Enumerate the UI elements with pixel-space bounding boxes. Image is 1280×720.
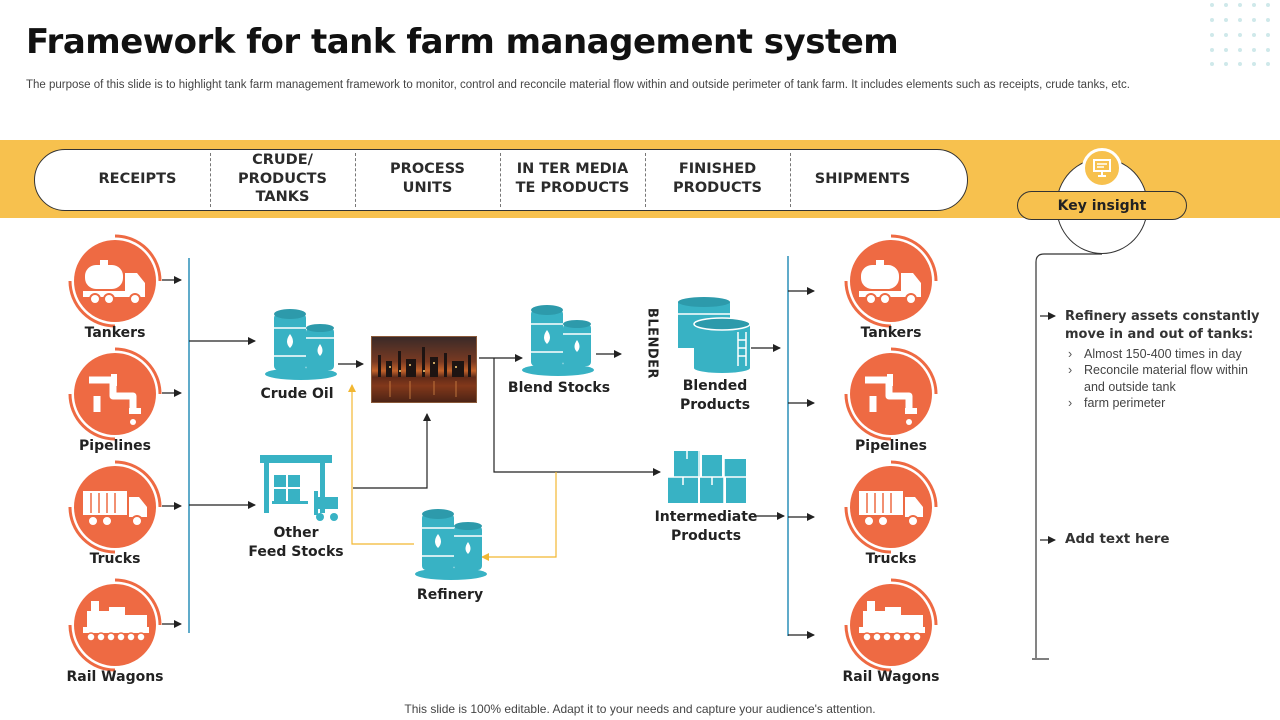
receipt-label: Trucks	[89, 551, 141, 567]
node-blended-products: Blended Products	[679, 378, 751, 413]
insight-point-title: Add text here	[1065, 531, 1170, 547]
stage-bar: RECEIPTS CRUDE/ PRODUCTS TANKS PROCESS U…	[34, 149, 968, 211]
truck-icon	[67, 459, 163, 555]
receipt-label: Tankers	[84, 325, 146, 341]
node-crude-oil: Crude Oil	[260, 386, 334, 402]
crude-oil-barrels-icon	[262, 306, 340, 382]
presentation-icon	[1082, 148, 1122, 188]
stage-shipments: SHIPMENTS	[814, 170, 911, 187]
truck-icon	[843, 459, 939, 555]
receipt-label: Pipelines	[79, 438, 151, 454]
train-icon	[843, 577, 939, 673]
pipeline-icon	[843, 346, 939, 442]
receipt-label: Rail Wagons	[66, 669, 164, 685]
slide-subtitle: The purpose of this slide is to highligh…	[26, 79, 1130, 91]
stage-finished: FINISHED PRODUCTS	[673, 161, 762, 196]
stage-divider	[790, 153, 791, 207]
shipment-label: Rail Wagons	[842, 669, 940, 685]
node-blender: BLENDER	[644, 307, 660, 380]
refinery-barrels-icon	[412, 508, 490, 582]
shipment-label: Pipelines	[855, 438, 927, 454]
footer-note: This slide is 100% editable. Adapt it to…	[404, 702, 876, 716]
shipment-label: Tankers	[860, 325, 922, 341]
node-blend-stocks: Blend Stocks	[507, 380, 611, 396]
train-icon	[67, 577, 163, 673]
decorative-dots	[1210, 3, 1270, 66]
refinery-photo	[371, 336, 477, 403]
stage-divider	[645, 153, 646, 207]
insight-bullet: Almost 150-400 times in day	[1066, 346, 1266, 363]
stage-crude-tanks: CRUDE/ PRODUCTS TANKS	[238, 151, 327, 206]
storage-tanks-icon	[676, 296, 754, 374]
stage-receipts: RECEIPTS	[98, 170, 177, 187]
boxes-icon	[666, 449, 748, 505]
node-refinery: Refinery	[416, 587, 484, 603]
shipment-label: Trucks	[865, 551, 917, 567]
node-other-feed-stocks: Other Feed Stocks	[248, 525, 344, 560]
insight-bullet: Reconcile material flow within and outsi…	[1066, 362, 1266, 395]
pipeline-icon	[67, 346, 163, 442]
insight-point-list: Almost 150-400 times in day Reconcile ma…	[1066, 346, 1266, 411]
stage-divider	[500, 153, 501, 207]
insight-bullet: farm perimeter	[1066, 395, 1266, 412]
tanker-truck-icon	[67, 233, 163, 329]
stage-process-units: PROCESS UNITS	[390, 161, 465, 196]
node-intermediate-products: Intermediate Products	[654, 509, 758, 544]
blend-stocks-barrels-icon	[519, 302, 597, 378]
stage-divider	[210, 153, 211, 207]
insight-point-title: Refinery assets constantly move in and o…	[1065, 309, 1260, 342]
stage-intermediate: IN TER MEDIA TE PRODUCTS	[515, 161, 630, 196]
key-insight-label: Key insight	[1017, 191, 1187, 220]
tanker-truck-icon	[843, 233, 939, 329]
warehouse-icon	[258, 453, 342, 523]
slide-title: Framework for tank farm management syste…	[26, 22, 899, 62]
stage-divider	[355, 153, 356, 207]
